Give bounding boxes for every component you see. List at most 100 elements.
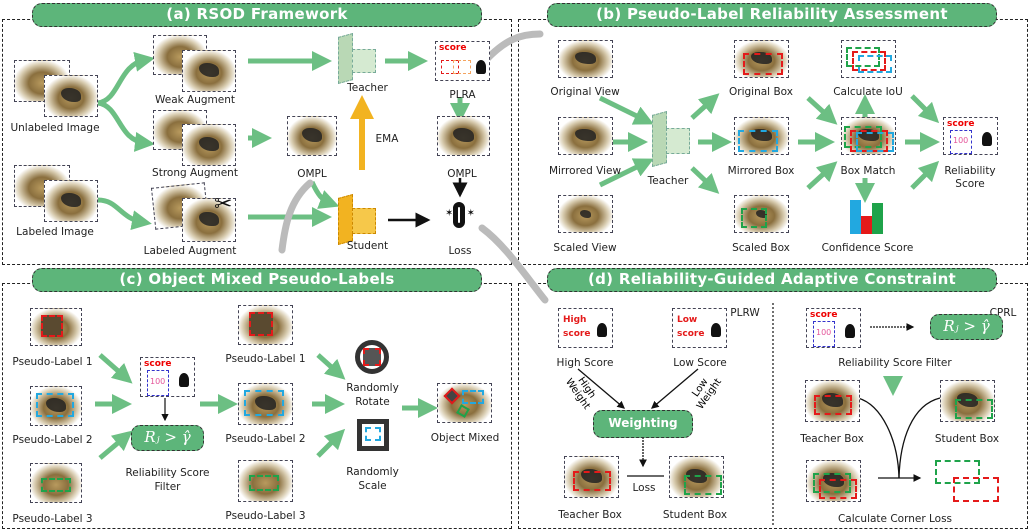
scaled-view-label: Scaled View bbox=[553, 242, 617, 254]
pseudo-label-2-right-label: Pseudo-Label 2 bbox=[225, 433, 306, 445]
pseudo-label-3-left-label: Pseudo-Label 3 bbox=[12, 513, 93, 525]
mirrored-box-label: Mirrored Box bbox=[727, 165, 795, 177]
loss-label-a: Loss bbox=[448, 245, 472, 257]
panel-a-title: (a) RSOD Framework bbox=[32, 3, 482, 27]
arrow-low-to-weighting bbox=[651, 368, 699, 409]
arrow-teacher-to-scaled-box bbox=[690, 166, 720, 194]
student-box-left-label: Student Box bbox=[662, 509, 728, 521]
strong-augment-thumb-2 bbox=[182, 124, 236, 166]
calculate-iou-icon bbox=[841, 40, 896, 78]
randomly-rotate-label-2: Rotate bbox=[355, 396, 390, 408]
inspector-icon bbox=[845, 324, 855, 338]
unlabeled-image-label: Unlabeled Image bbox=[10, 122, 100, 134]
inspector-icon bbox=[597, 323, 607, 337]
curve-teacher-to-merge bbox=[857, 397, 900, 479]
scaled-box-label: Scaled Box bbox=[732, 242, 790, 254]
high-score-card: High score bbox=[558, 308, 613, 348]
pseudo-label-2-right-thumb bbox=[238, 383, 293, 425]
confidence-score-chart bbox=[848, 198, 888, 234]
arrow-iou-to-reliability bbox=[910, 94, 940, 124]
labeled-image-thumb-2 bbox=[44, 180, 98, 222]
pseudo-label-3-left-thumb bbox=[30, 463, 82, 503]
student-label: Student bbox=[346, 240, 389, 252]
plra-label: PLRA bbox=[449, 89, 476, 101]
pseudo-label-3-right-thumb bbox=[238, 460, 293, 502]
corner-loss-diagram bbox=[935, 460, 1015, 508]
arrow-pl1-to-rotate bbox=[316, 353, 346, 380]
weak-augment-thumb-2 bbox=[182, 50, 236, 92]
arrow-pl1-to-filter bbox=[98, 353, 133, 384]
loss-icon: ✶ ✶ bbox=[445, 200, 475, 234]
confidence-bar-3 bbox=[872, 203, 883, 234]
teacher-network-icon-b bbox=[652, 110, 692, 168]
arrow-ompl-to-student bbox=[309, 180, 340, 209]
scissors-icon: ✂ bbox=[214, 192, 233, 217]
confidence-score-label: Confidence Score bbox=[821, 242, 914, 254]
pseudo-label-2-left-label: Pseudo-Label 2 bbox=[12, 434, 93, 446]
labeled-image-label: Labeled Image bbox=[16, 226, 94, 238]
mirrored-view-thumb bbox=[558, 117, 613, 155]
calculate-iou-label: Calculate IoU bbox=[833, 86, 903, 98]
labeled-augment-thumb-2 bbox=[182, 198, 236, 242]
teacher-label-b: Teacher bbox=[647, 175, 689, 187]
teacher-corner-box bbox=[935, 460, 980, 484]
scaled-box-thumb bbox=[734, 195, 789, 233]
ompl-mid-thumb bbox=[287, 116, 337, 156]
arrow-plra-to-panel-b bbox=[482, 30, 544, 64]
original-view-label: Original View bbox=[550, 86, 620, 98]
arrow-high-to-weighting bbox=[577, 368, 625, 409]
arrow-loss-to-panel-d bbox=[478, 224, 549, 304]
mirrored-box-thumb bbox=[734, 117, 789, 155]
confidence-bar-1 bbox=[850, 200, 861, 234]
weighting-box: Weighting bbox=[593, 410, 693, 438]
student-box-right-thumb bbox=[940, 380, 995, 422]
panel-c-title: (c) Object Mixed Pseudo-Labels bbox=[32, 268, 482, 292]
student-box-left-thumb bbox=[669, 456, 724, 498]
inspector-icon bbox=[982, 132, 992, 146]
arrow-pl3-to-scale bbox=[316, 428, 346, 458]
original-box-thumb bbox=[734, 40, 789, 78]
pseudo-label-3-right-label: Pseudo-Label 3 bbox=[225, 510, 306, 522]
reliability-score-filter-label-d: Reliability Score Filter bbox=[838, 357, 952, 369]
reliability-filter-label-c-2: Filter bbox=[154, 481, 181, 493]
object-mixed-thumb bbox=[437, 383, 492, 423]
pseudo-label-1-right-thumb bbox=[238, 305, 293, 345]
randomly-scale-label-2: Scale bbox=[358, 480, 387, 492]
arrow-unlabeled-to-strong bbox=[97, 100, 155, 152]
confidence-bar-2 bbox=[861, 216, 872, 234]
rotate-icon bbox=[355, 340, 389, 374]
inspector-icon bbox=[476, 60, 486, 74]
scale-icon bbox=[357, 419, 389, 451]
pseudo-label-1-left-label: Pseudo-Label 1 bbox=[12, 356, 93, 368]
ompl-right-label: OMPL bbox=[447, 168, 477, 180]
teacher-label-a: Teacher bbox=[347, 82, 388, 94]
high-score-label: High Score bbox=[556, 357, 614, 369]
plrw-label: PLRW bbox=[730, 307, 760, 319]
pseudo-label-1-right-label: Pseudo-Label 1 bbox=[225, 353, 306, 365]
reliability-score-card: score 100 bbox=[943, 117, 998, 155]
panel-d-title: (d) Reliability-Guided Adaptive Constrai… bbox=[547, 268, 997, 292]
reliability-score-card-c: score 100 bbox=[140, 357, 195, 397]
arrow-teacher-to-original-box bbox=[690, 93, 720, 120]
teacher-box-right-thumb bbox=[805, 380, 860, 422]
arrow-scaled-to-teacher bbox=[598, 158, 654, 188]
reliability-condition-c: Rⱼ > γ̂ bbox=[131, 425, 204, 451]
teacher-box-right-label: Teacher Box bbox=[800, 433, 864, 445]
reliability-filter-label-c-1: Reliability Score bbox=[125, 467, 210, 479]
arrow-scaled-box-to-match bbox=[806, 161, 838, 190]
inspector-icon bbox=[179, 373, 189, 387]
low-score-label: Low Score bbox=[673, 357, 727, 369]
reliability-score-label-2: Score bbox=[955, 178, 985, 190]
original-box-label: Original Box bbox=[729, 86, 793, 98]
arrow-labeled-to-augment bbox=[97, 197, 152, 231]
low-score-card: Low score bbox=[672, 308, 727, 348]
corner-loss-input-thumb bbox=[806, 460, 861, 502]
pseudo-label-1-left-thumb bbox=[30, 308, 82, 346]
weak-augment-label: Weak Augment bbox=[154, 94, 236, 106]
ompl-right-thumb bbox=[437, 116, 490, 156]
arrow-ompl-to-panel-c bbox=[278, 179, 314, 254]
mirrored-view-label: Mirrored View bbox=[548, 165, 622, 177]
object-mixed-label: Object Mixed bbox=[430, 432, 500, 444]
randomly-scale-label-1: Randomly bbox=[346, 466, 399, 478]
